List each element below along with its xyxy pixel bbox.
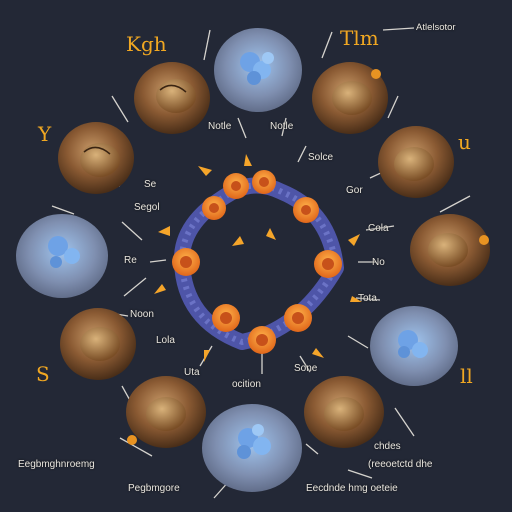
walnut-shell [304, 376, 384, 448]
crystal-cluster-right [370, 306, 458, 386]
label-right-ll: ll [460, 364, 473, 388]
walnut-shell [134, 62, 210, 134]
label-inner-sone: Sone [294, 363, 318, 374]
label-top-left: Kgh [126, 32, 167, 56]
wreath-flower [202, 196, 226, 220]
label-left-y: Y [38, 122, 52, 146]
pointer-lines [51, 27, 471, 499]
wreath-flower [284, 304, 312, 332]
walnut-shell [312, 62, 388, 134]
label-inner-se: Se [144, 179, 157, 190]
wreath-flower [172, 248, 200, 276]
label-inner-noon: Noon [130, 309, 154, 320]
label-bottom-left-1: Eegbmghnroemg [18, 459, 95, 470]
label-inner-notle-2: Notle [270, 121, 294, 132]
label-bottom-right-3: Eecdnde hmg oeteie [306, 483, 398, 494]
label-inner-uta: Uta [184, 367, 200, 378]
wreath-flower [248, 326, 276, 354]
flower-wreath [154, 154, 362, 362]
label-inner-gor: Gor [346, 185, 363, 196]
label-inner-ocition: ocition [232, 379, 261, 390]
label-right-u: u [458, 130, 471, 154]
walnut-shell [58, 122, 134, 194]
crystal-cluster-left [16, 214, 108, 298]
walnut-shell [126, 376, 206, 448]
walnut-shell [410, 214, 490, 286]
wreath-flower [223, 173, 249, 199]
crystal-cluster-top [214, 28, 302, 112]
label-inner-lola: Lola [156, 335, 175, 346]
wreath-leaves [154, 154, 362, 362]
wreath-flower [314, 250, 342, 278]
label-inner-solce: Solce [308, 152, 334, 163]
label-bottom-right-2: (reeoetctd dhe [368, 459, 433, 470]
walnut-shell [60, 308, 136, 380]
label-top-right: Tlm [340, 26, 379, 50]
crystal-cluster-bottom [202, 404, 302, 492]
walnut-shell [378, 126, 454, 198]
label-bottom-right-1: chdes [374, 441, 401, 452]
label-inner-no: No [372, 257, 385, 268]
walnut-shells [58, 62, 490, 448]
label-top-far-right: Atlelsotor [416, 22, 456, 33]
label-inner-segol: Segol [134, 202, 160, 213]
wreath-flower [212, 304, 240, 332]
label-inner-tota: Tota [358, 293, 377, 304]
wreath-flower [293, 197, 319, 223]
label-inner-cola: Cola [368, 223, 389, 234]
label-bottom-left-2: Pegbmgore [128, 483, 180, 494]
label-inner-re: Re [124, 255, 137, 266]
wreath-flower [252, 170, 276, 194]
label-inner-notle-1: Notle [208, 121, 232, 132]
label-left-s: S [36, 362, 50, 386]
